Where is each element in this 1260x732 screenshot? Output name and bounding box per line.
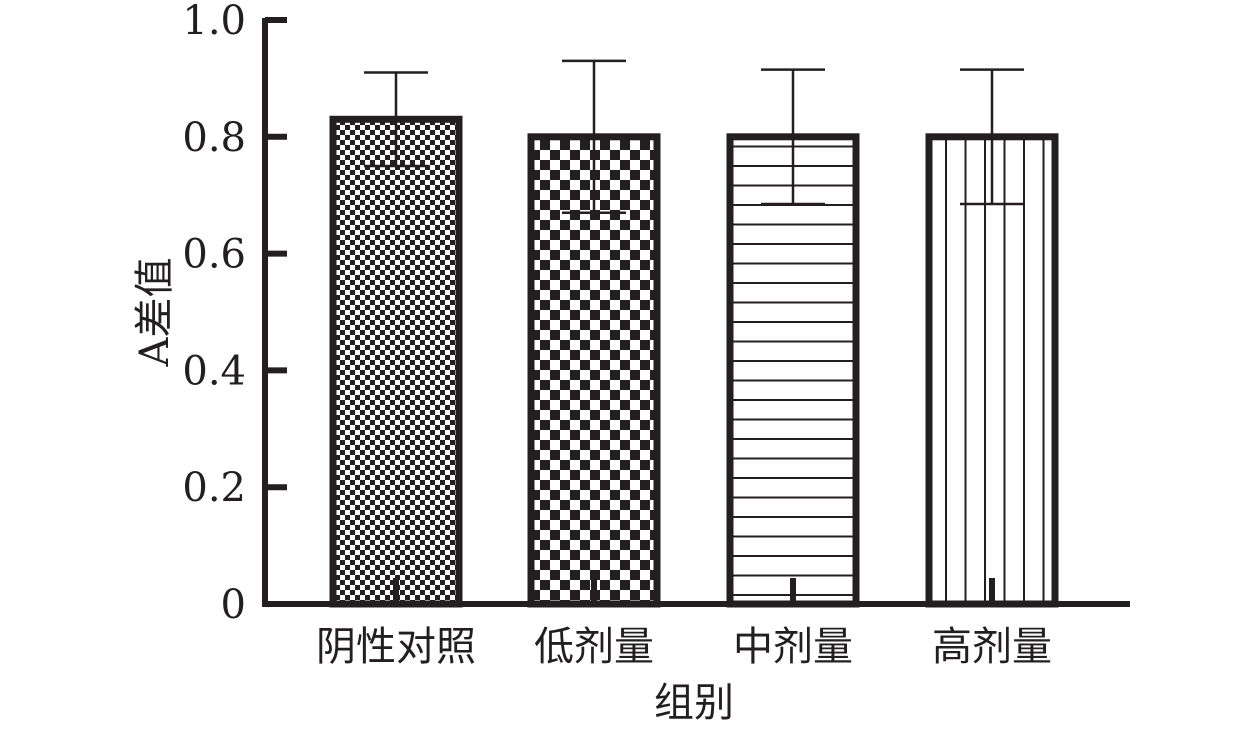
- x-tick-label: 中剂量: [733, 624, 853, 670]
- axes-layer: [262, 17, 1130, 607]
- y-tick-label: 0.6: [182, 232, 246, 278]
- bar-4: [925, 133, 1059, 608]
- y-tick-label: 1.0: [182, 0, 246, 44]
- bar-3: [726, 133, 860, 608]
- y-tick-label: 0: [221, 582, 246, 628]
- y-tick-label: 0.4: [182, 348, 246, 394]
- x-tick-label: 阴性对照: [316, 624, 476, 670]
- x-axis-title: 组别: [654, 680, 734, 726]
- error-bars-layer: [364, 59, 1024, 214]
- labels-layer: A差值 组别 0 0.2 0.4 0.6 0.8 1.0 阴性对照 低剂量 中剂量 高剂量: [132, 0, 1052, 726]
- y-axis-title: A差值: [132, 258, 178, 368]
- bar-1: [329, 115, 463, 608]
- x-tick-label: 高剂量: [932, 624, 1052, 670]
- x-tick-label: 低剂量: [534, 624, 654, 670]
- y-tick-label: 0.8: [182, 115, 246, 161]
- bars-layer: [329, 115, 1059, 608]
- y-tick-label: 0.2: [182, 465, 246, 511]
